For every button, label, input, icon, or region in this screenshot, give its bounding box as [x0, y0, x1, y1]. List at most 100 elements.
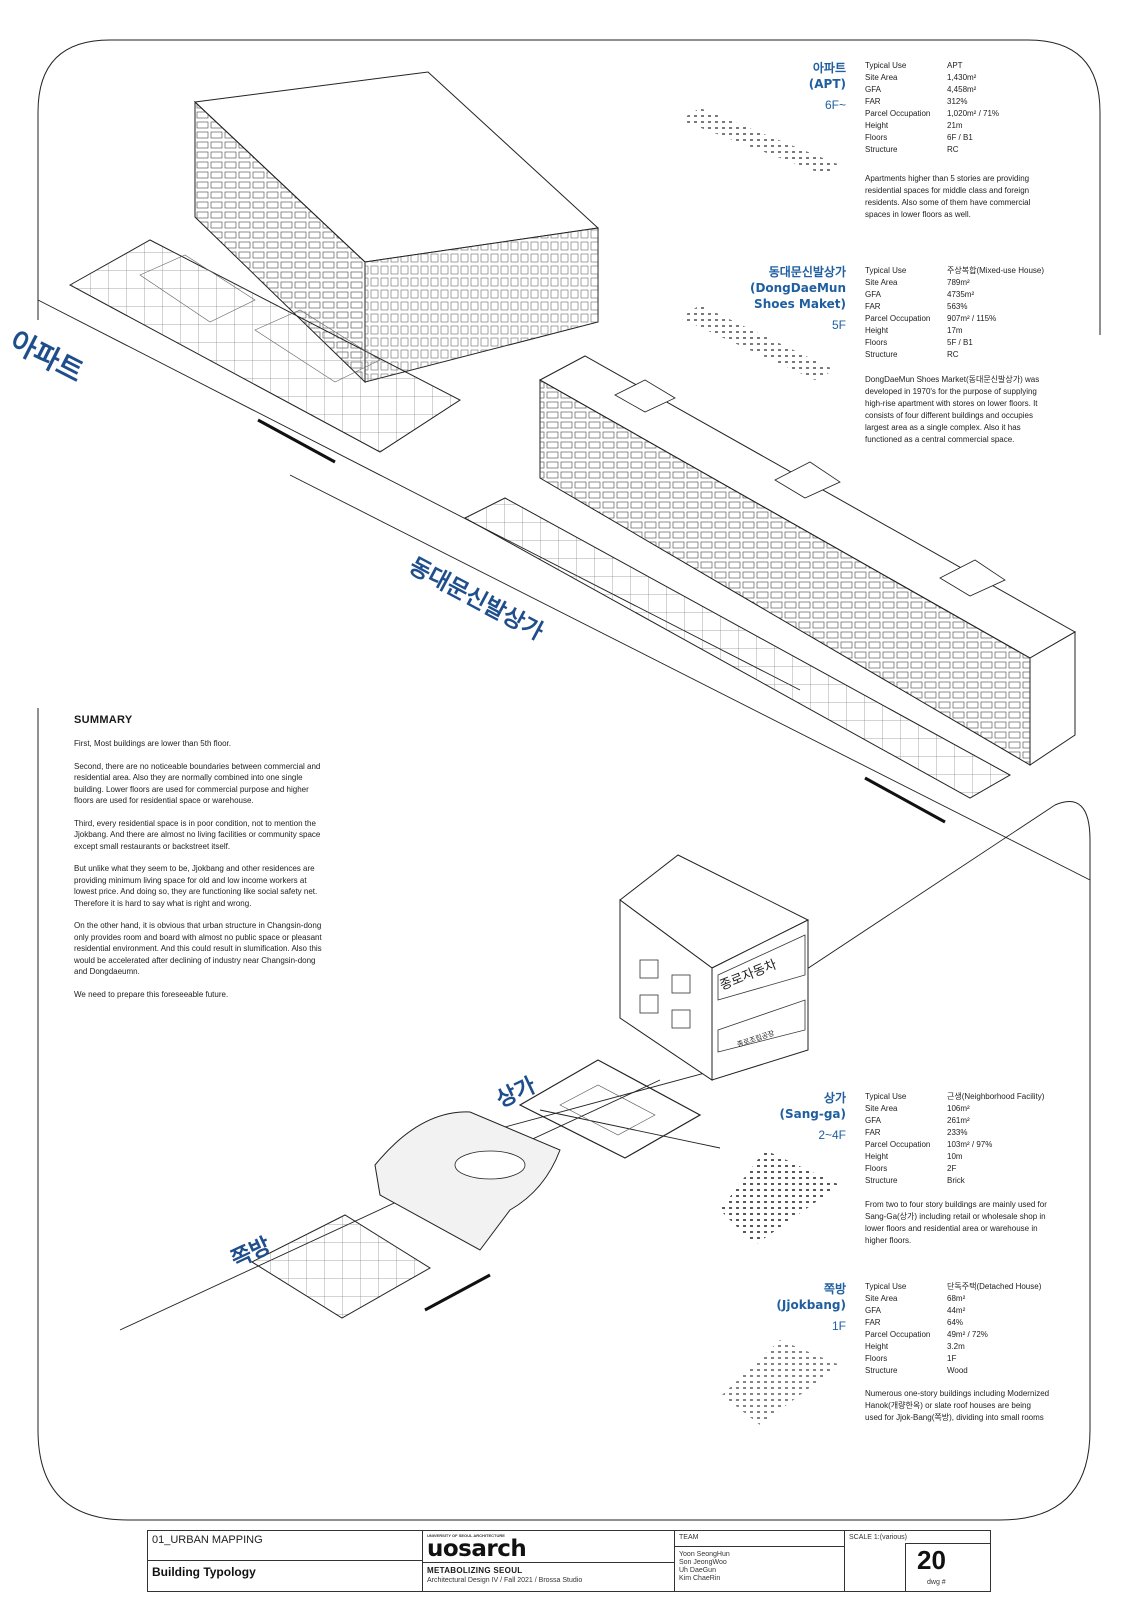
spec-value: RC — [947, 145, 959, 154]
spec-key: Floors — [865, 1164, 888, 1173]
spec-value: 106m² — [947, 1104, 970, 1113]
studio-name: METABOLIZING SEOUL — [427, 1566, 523, 1575]
sangga-heading-en: (Sang-ga) — [779, 1107, 846, 1121]
dongdaemun-heading-en2: Shoes Maket) — [754, 297, 846, 311]
studio-logo: uosarch — [427, 1536, 527, 1562]
spec-key: Typical Use — [865, 266, 907, 275]
summary-body: First, Most buildings are lower than 5th… — [74, 738, 322, 1011]
jjokbang-heading-ko: 쪽방 — [823, 1282, 846, 1296]
spec-value: 1,430m² — [947, 73, 977, 82]
dongdaemun-floor-plan — [463, 497, 1012, 799]
jjokbang-heading-en: (Jjokbang) — [776, 1298, 846, 1312]
spec-key: Typical Use — [865, 1282, 907, 1291]
spec-row: Height 10m — [865, 1151, 1057, 1163]
sangga-floor-plan — [518, 1059, 702, 1159]
spec-key: Parcel Occupation — [865, 1140, 931, 1149]
spec-value: 17m — [947, 326, 963, 335]
sangga-floors-label: 2~4F — [818, 1128, 846, 1142]
title-block-team-cell: TEAM Yoon SeongHun Son JeongWoo Uh DaeGu… — [675, 1531, 845, 1591]
spec-row: Parcel Occupation 907m² / 115% — [865, 313, 1057, 325]
dongdaemun-heading: 동대문신발상가 (DongDaeMun Shoes Maket) 5F — [710, 264, 846, 334]
spec-key: Structure — [865, 1176, 898, 1185]
spec-value: 563% — [947, 302, 968, 311]
summary-paragraph: On the other hand, it is obvious that ur… — [74, 921, 322, 976]
jjokbang-building — [374, 1111, 561, 1251]
sangga-description: From two to four story buildings are mai… — [865, 1200, 1047, 1245]
spec-key: Structure — [865, 1366, 898, 1375]
spec-key: Site Area — [865, 1104, 898, 1113]
spec-key: Typical Use — [865, 61, 907, 70]
sheet-title: Building Typology — [152, 1565, 256, 1579]
spec-key: FAR — [865, 97, 881, 106]
spec-key: Site Area — [865, 1294, 898, 1303]
spec-key: GFA — [865, 1306, 882, 1315]
apt-floor-plan — [68, 239, 461, 453]
spec-row: Floors 2F — [865, 1163, 1057, 1175]
spec-value: 2F — [947, 1164, 957, 1173]
dongdaemun-description: DongDaeMun Shoes Market(동대문신발상가) was dev… — [865, 375, 1040, 444]
jjokbang-description: Numerous one-story buildings including M… — [865, 1389, 1050, 1422]
dongdaemun-heading-en1: (DongDaeMun — [749, 281, 846, 295]
spec-key: Typical Use — [865, 1092, 907, 1101]
apt-heading-en: (APT) — [808, 77, 846, 91]
spec-row: Structure RC — [865, 144, 1057, 156]
jjokbang-scale-bar — [424, 1273, 491, 1312]
spec-key: GFA — [865, 290, 882, 299]
spec-key: Height — [865, 1152, 889, 1161]
summary-paragraph: But unlike what they seem to be, Jjokban… — [74, 864, 318, 908]
spec-key: Parcel Occupation — [865, 314, 931, 323]
spec-value: Brick — [947, 1176, 965, 1185]
spec-row: Site Area 68m² — [865, 1293, 1057, 1305]
dongdaemun-scale-bar — [864, 776, 946, 824]
spec-value: 68m² — [947, 1294, 966, 1303]
title-block: 01_URBAN MAPPING Building Typology UNIVE… — [147, 1530, 991, 1592]
spec-row: Site Area 1,430m² — [865, 72, 1057, 84]
spec-value: 3.2m — [947, 1342, 965, 1351]
dongdaemun-site-map — [680, 305, 835, 380]
spec-key: Height — [865, 1342, 889, 1351]
section-label: 01_URBAN MAPPING — [152, 1534, 263, 1546]
summary-title: SUMMARY — [74, 714, 133, 726]
sangga-building: 종로자동차 종로조립공장 — [619, 854, 810, 1081]
jjokbang-floors-label: 1F — [831, 1319, 846, 1333]
summary-paragraph: Second, there are no noticeable boundari… — [74, 761, 321, 806]
spec-key: Structure — [865, 145, 898, 154]
spec-value: 10m — [947, 1152, 963, 1161]
team-member: Son JeongWoo — [679, 1559, 727, 1566]
team-member: Kim ChaeRin — [679, 1575, 721, 1582]
apt-floors-label: 6F~ — [824, 98, 846, 112]
spec-key: Site Area — [865, 278, 898, 287]
apt-heading-ko: 아파트 — [812, 61, 846, 75]
summary-paragraph: We need to prepare this foreseeable futu… — [74, 989, 229, 999]
apt-heading: 아파트 (APT) 6F~ — [760, 60, 846, 130]
spec-key: FAR — [865, 1318, 881, 1327]
apt-site-map — [680, 108, 840, 175]
scale-label: SCALE 1:(various) — [849, 1534, 907, 1541]
dongdaemun-floors-label: 5F — [831, 318, 846, 332]
dwg-number: 20 — [917, 1545, 946, 1575]
spec-value: 907m² / 115% — [947, 314, 997, 323]
spec-key: Parcel Occupation — [865, 109, 931, 118]
spec-value: 4,458m² — [947, 85, 977, 94]
spec-key: Structure — [865, 350, 898, 359]
spec-key: Site Area — [865, 73, 898, 82]
spec-value: 103m² / 97% — [947, 1140, 993, 1149]
jjokbang-heading: 쪽방 (Jjokbang) 1F — [760, 1281, 846, 1341]
